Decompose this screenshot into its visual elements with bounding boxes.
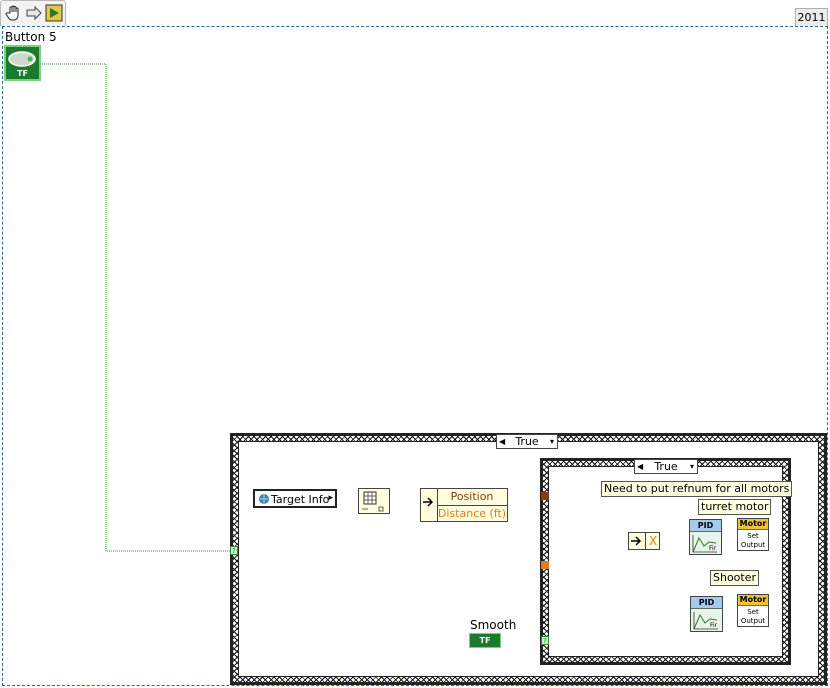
pid-shooter[interactable]: PID Fir (690, 596, 723, 632)
motor-shooter-line1: Set (747, 608, 759, 616)
hand-pan-icon[interactable] (5, 4, 23, 22)
button5-label: Button 5 (5, 30, 57, 44)
block-diagram-frame (2, 26, 828, 686)
smooth-terminal[interactable]: TF (469, 633, 501, 648)
motor-shooter-line2: Output (740, 617, 766, 625)
labview-run-icon[interactable] (45, 4, 63, 22)
pid-graph-icon: Fir (692, 535, 717, 553)
motor-set-output-turret[interactable]: Motor Set Output (737, 518, 769, 551)
tunnel-position (541, 492, 549, 500)
smooth-label: Smooth (470, 618, 517, 632)
wire-button5 (42, 63, 232, 552)
shooter-label: Shooter (710, 570, 760, 586)
motor-set-output-shooter[interactable]: Motor Set Output (737, 594, 769, 627)
motor-turret-line1: Set (747, 532, 759, 540)
motor-shooter-title: Motor (738, 595, 768, 606)
pid-shooter-title: PID (691, 597, 722, 609)
unbundle-by-name[interactable]: Position Distance (ft) (420, 488, 508, 522)
pid-turret[interactable]: PID Fir (689, 519, 722, 555)
version-tab[interactable]: 2011 (795, 8, 828, 26)
case-inner-selector-label: True (654, 460, 678, 473)
motor-turret-title: Motor (738, 519, 768, 530)
pid-graph-icon: Fir (693, 612, 718, 630)
array-grid-icon (362, 491, 384, 512)
target-info-node[interactable]: Target Info ▸ (253, 489, 337, 508)
refnum-note-label: Need to put refnum for all motors (601, 481, 793, 497)
button5-terminal[interactable]: TF (4, 45, 41, 81)
multiply-node[interactable]: X (628, 532, 660, 550)
tunnel-distance (541, 561, 549, 569)
index-array-node[interactable] (358, 488, 390, 514)
pid-turret-sub: Fir (709, 545, 717, 552)
case-outer-selector-label: True (515, 435, 539, 448)
multiply-input (629, 533, 646, 549)
pid-shooter-sub: Fir (710, 622, 718, 629)
unbundle-input (421, 489, 438, 521)
target-info-label: Target Info (271, 493, 330, 506)
turret-motor-label: turret motor (698, 499, 772, 515)
globe-icon (259, 494, 269, 504)
multiply-label: X (649, 534, 658, 548)
pid-turret-title: PID (690, 520, 721, 532)
button-oval-icon (8, 51, 36, 67)
motor-turret-line2: Output (740, 541, 766, 549)
toolbar (0, 0, 66, 26)
unbundle-position: Position (437, 489, 507, 506)
arrow-right-icon (423, 497, 434, 507)
case-outer-selector-terminal: ? (230, 546, 238, 555)
unbundle-distance: Distance (ft) (437, 507, 507, 520)
tunnel-smooth: ? (541, 636, 549, 645)
case-inner-selector[interactable]: ◀ True ▾ (634, 459, 698, 474)
button5-tf: TF (17, 69, 28, 78)
case-outer-selector[interactable]: ◀ True ▾ (496, 434, 558, 449)
arrow-right-icon (631, 536, 642, 546)
arrow-right-icon[interactable] (25, 4, 43, 22)
